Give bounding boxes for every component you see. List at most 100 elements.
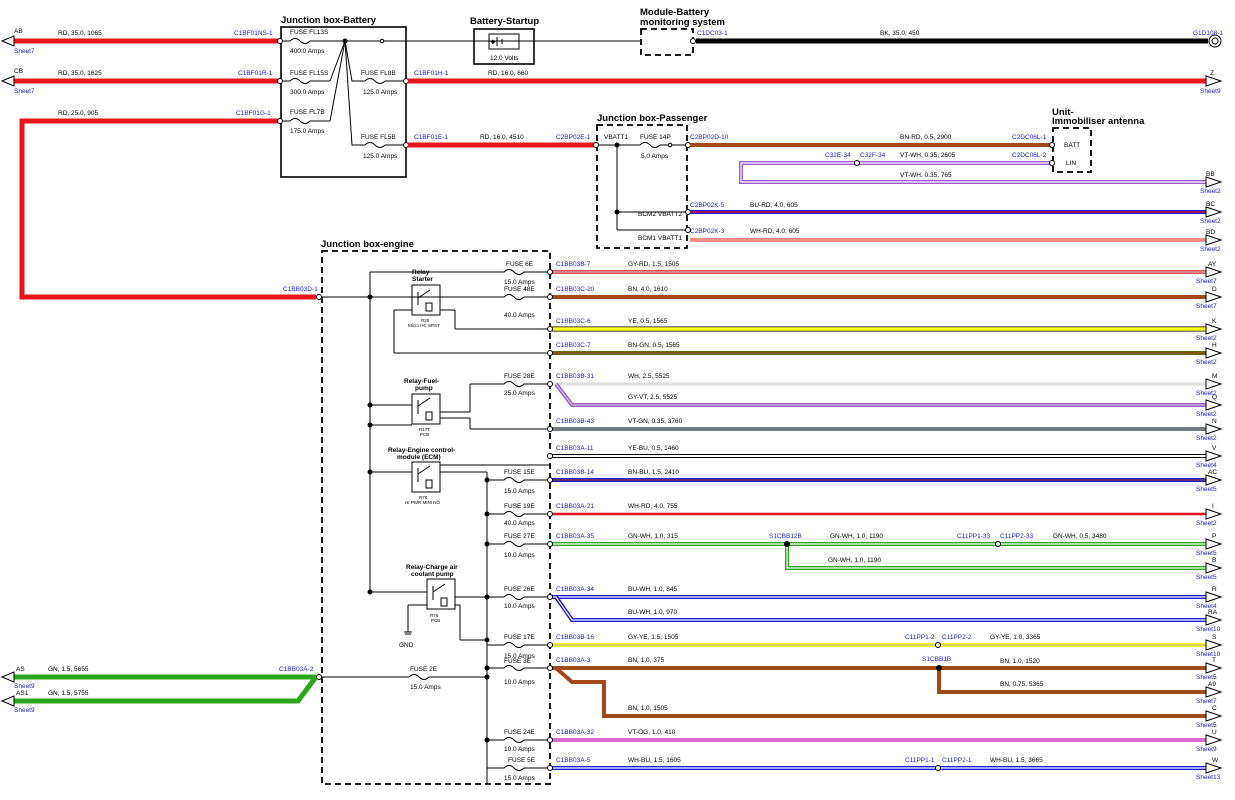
conn-c2dc06l1[interactable]: C2DC06L-1 [1012, 134, 1047, 141]
battery-box-title: Junction box-Battery [281, 15, 377, 26]
conn-c11pp1-1[interactable]: C11PP1-1 [905, 757, 935, 764]
sheet-bb[interactable]: Sheet2 [1200, 188, 1221, 195]
engine-wire-connector[interactable]: C1BB03B-31 [556, 373, 594, 380]
engine-wire-sheet[interactable]: Sheet2 [1196, 359, 1217, 366]
engine-wire-sheet[interactable]: Sheet2 [1196, 335, 1217, 342]
conn-c11pp2-33[interactable]: C11PP2-33 [1000, 533, 1034, 540]
relay-cac-1: Relay-Charge air [406, 564, 458, 571]
engine-wire-sheet[interactable]: Sheet7 [1196, 303, 1217, 310]
engine-wire-connector[interactable]: C1BB03A-32 [556, 729, 594, 736]
engine-wire-connector[interactable]: C1BB03B-14 [556, 469, 594, 476]
engine-wire-tag: AC [1208, 469, 1217, 476]
fuse-2e-rating: 15.0 Amps [410, 684, 441, 691]
sheet-as1[interactable]: Sheet9 [14, 707, 35, 714]
relay-ecm [411, 461, 441, 493]
engine-wire-sheet[interactable]: Sheet2 [1196, 520, 1217, 527]
engine-wire-connector[interactable]: C1BB03C-7 [556, 342, 591, 349]
engine-wire-connector[interactable]: C1BB03C-20 [556, 286, 595, 293]
sheet-as[interactable]: Sheet9 [14, 683, 35, 690]
battery-box [280, 26, 407, 178]
engine-wire-sheet[interactable]: Sheet10 [1196, 626, 1221, 633]
pass-bcm2: BCM2 VBATT2 [638, 211, 682, 218]
engine-wire-tag: T [1212, 657, 1216, 664]
engine-wire-sheet[interactable]: Sheet5 [1196, 550, 1217, 557]
conn-c1bf01e[interactable]: C1BF01E-1 [414, 134, 448, 141]
wire-end-arrow [1205, 639, 1223, 651]
splice-s1cbb12b[interactable]: S1CBB12B [769, 533, 802, 540]
engine-wire-connector[interactable]: C1BB03B-43 [556, 418, 594, 425]
fuse-14p-name: FUSE 14P [640, 134, 671, 141]
conn-c2bp02e[interactable]: C2BP02E-1 [556, 134, 591, 141]
sheet-bc[interactable]: Sheet2 [1200, 218, 1221, 225]
sheet-cb[interactable]: Sheet7 [14, 88, 35, 95]
engine-wire-sheet[interactable]: Sheet7 [1196, 278, 1217, 285]
sheet-bd[interactable]: Sheet2 [1200, 246, 1221, 253]
engine-wire-spec: YE-BU, 0.5, 1460 [628, 445, 679, 452]
engine-wire-connector[interactable]: C1BB03B-16 [556, 634, 594, 641]
arrow-bc [1205, 206, 1223, 218]
engine-wire-connector[interactable]: C1BB03A-21 [556, 503, 594, 510]
conn-c11pp1-2[interactable]: C11PP1-2 [905, 634, 935, 641]
wire-end-arrow [1205, 399, 1223, 411]
conn-c1bf01r[interactable]: C1BF01R-1 [238, 70, 273, 77]
fuse-17e-rating: 15.0 Amps [504, 653, 535, 660]
engine-wire-connector[interactable]: C1BB03B-7 [556, 261, 591, 268]
engine-wire-spec: BU-WH, 1.0, 845 [628, 586, 678, 593]
engine-wire-spec: GY-YE, 1.5, 1505 [628, 634, 679, 641]
feed-arrows [0, 35, 15, 87]
engine-wire-sheet[interactable]: Sheet2 [1196, 390, 1217, 397]
conn-c1bf01g[interactable]: C1BF01G-1 [236, 110, 271, 117]
fuse-5e-rating: 15.0 Amps [504, 775, 535, 782]
engine-wire-sheet[interactable]: Sheet2 [1196, 435, 1217, 442]
conn-c1bf01h[interactable]: C1BF01H-1 [414, 70, 449, 77]
sheet-ab[interactable]: Sheet7 [14, 48, 35, 55]
engine-wire-sheet[interactable]: Sheet9 [1196, 746, 1217, 753]
conn-c11pp2-1[interactable]: C11PP2-1 [942, 757, 972, 764]
fuse-48e-rating: 40.0 Amps [504, 312, 535, 319]
fuse-3e-name: FUSE 3E [504, 658, 532, 665]
relay-ecm-1: Relay-Engine control- [388, 447, 455, 454]
engine-wire-sheet[interactable]: Sheet4 [1196, 462, 1217, 469]
engine-wire-connector[interactable]: C1BB03A-3 [556, 657, 591, 664]
conn-c32f34[interactable]: C32F-34 [860, 152, 886, 159]
conn-g1d108[interactable]: G1D108-1 [1193, 30, 1223, 37]
engine-wire-sheet[interactable]: Sheet4 [1196, 603, 1217, 610]
conn-c2bp02k3[interactable]: C2BP02K-3 [690, 228, 725, 235]
spec-whbu-3665: WH-BU, 1.5, 3665 [990, 757, 1043, 764]
relay-fuel-internals [417, 383, 550, 430]
passenger-title: Junction box-Passenger [597, 113, 708, 124]
relay-starter-2: Starter [412, 276, 433, 283]
conn-c2bp02k5[interactable]: C2BP02K-5 [690, 202, 725, 209]
conn-c1bf01ns[interactable]: C1BF01NS-1 [234, 30, 273, 37]
engine-wire-sheet[interactable]: Sheet5 [1196, 486, 1217, 493]
engine-wire-sheet[interactable]: Sheet10 [1196, 651, 1221, 658]
conn-c11pp1-33[interactable]: C11PP1-33 [957, 533, 991, 540]
conn-c2bp02d[interactable]: C2BP02D-10 [690, 134, 729, 141]
conn-c2dc06l2[interactable]: C2DC06L-2 [1012, 152, 1047, 159]
engine-wire-sheet[interactable]: Sheet5 [1196, 722, 1217, 729]
engine-wire-sheet[interactable]: Sheet7 [1196, 698, 1217, 705]
splice-s1cbb1b[interactable]: S1CBB1B [922, 656, 951, 663]
relay-cac-2: coolant pump [411, 571, 454, 578]
engine-wire-sheet[interactable]: Sheet2 [1196, 411, 1217, 418]
engine-wire-spec: BN, 4.0, 1610 [628, 286, 668, 293]
engine-wire-connector[interactable]: C1BB03A-35 [556, 533, 594, 540]
sheet-z[interactable]: Sheet9 [1200, 88, 1221, 95]
engine-wire-sheet[interactable]: Sheet5 [1196, 574, 1217, 581]
tag-as1: AS1 [16, 690, 29, 697]
engine-wire-connector[interactable]: C1BB03A-5 [556, 757, 591, 764]
engine-wire-connector[interactable]: C1BB03A-11 [556, 445, 594, 452]
conn-c1bb03a-2[interactable]: C1BB03A-2 [279, 666, 314, 673]
conn-c11pp2-2[interactable]: C11PP2-2 [942, 634, 972, 641]
spec-cb: RD, 35.0, 1625 [58, 70, 102, 77]
engine-wire-connector[interactable]: C1BB03C-6 [556, 318, 591, 325]
engine-wire-sheet[interactable]: Sheet5 [1196, 674, 1217, 681]
fuse-24e-name: FUSE 24E [504, 729, 535, 736]
conn-c32e34[interactable]: C32E-34 [825, 152, 851, 159]
conn-c1bb03d[interactable]: C1BB03D-1 [283, 286, 318, 293]
immob-title-2: Immobiliser antenna [1052, 116, 1145, 127]
engine-wire-sheet[interactable]: Sheet13 [1196, 774, 1221, 781]
conn-c1dc03[interactable]: C1DC03-1 [697, 30, 728, 37]
engine-wire-connector[interactable]: C1BB03A-34 [556, 586, 594, 593]
